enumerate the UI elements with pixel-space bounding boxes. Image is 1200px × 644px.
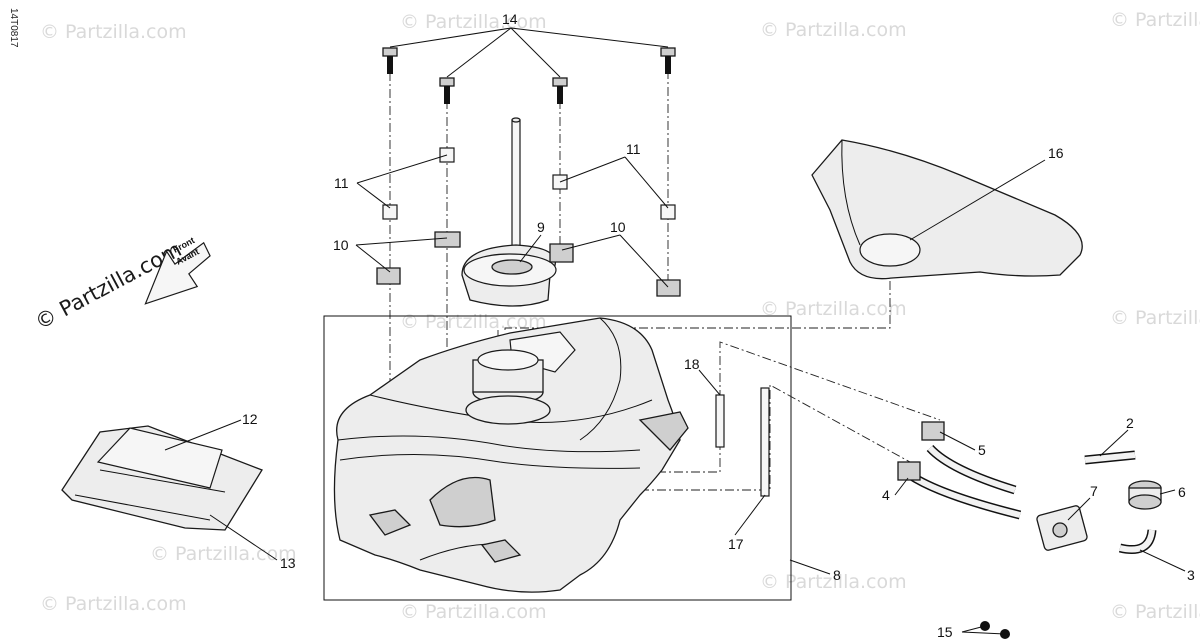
shelf-panel	[61, 425, 263, 531]
callout-9: 9	[537, 219, 545, 235]
watermark: © Partzilla.com	[760, 571, 907, 593]
callout-6: 6	[1178, 484, 1186, 500]
bolts	[382, 47, 676, 104]
watermark: © Partzilla.com	[1110, 9, 1200, 31]
watermark: © Partzilla.com	[760, 298, 907, 320]
watermark: © Partzilla.com	[400, 311, 547, 333]
leader-lines	[164, 27, 1186, 635]
callout-18: 18	[684, 356, 700, 372]
fuel-tank	[333, 317, 689, 593]
callout-13: 13	[280, 555, 296, 571]
callout-15: 15	[937, 624, 953, 640]
callout-12: 12	[242, 411, 258, 427]
callout-3: 3	[1187, 567, 1195, 583]
tank-assembly-frame	[323, 315, 792, 601]
fuel-valve	[1036, 505, 1088, 551]
watermark: © Partzilla.com	[760, 19, 907, 41]
watermark: © Partzilla.com	[40, 593, 187, 615]
callout-5: 5	[978, 442, 986, 458]
watermark: © Partzilla.com	[150, 543, 297, 565]
watermark: © Partzilla.com	[400, 11, 547, 33]
front-arrow-icon: Front Avant	[144, 235, 211, 305]
watermark: © Partzilla.com	[40, 21, 187, 43]
callout-4: 4	[882, 487, 890, 503]
fuel-hoses	[897, 421, 1157, 554]
tank-cover	[811, 139, 1083, 280]
fuel-cap	[461, 117, 557, 307]
callout-7: 7	[1090, 483, 1098, 499]
clamps	[980, 621, 1010, 639]
callout-14: 14	[502, 11, 518, 27]
watermark: © Partzilla.com	[1110, 601, 1200, 623]
callout-10-right: 10	[610, 219, 626, 235]
callout-2: 2	[1126, 415, 1134, 431]
watermark: © Partzilla.com	[400, 601, 547, 623]
callouts: 2 3 4 5 6 7 8 9 10 10 11 11 12 13 14 15 …	[242, 11, 1195, 640]
drawing-code: 14T0817	[8, 8, 19, 48]
callout-11-right: 11	[626, 141, 641, 157]
fuel-filter	[1128, 480, 1162, 510]
callout-8: 8	[833, 567, 841, 583]
watermarks: © Partzilla.com © Partzilla.com © Partzi…	[40, 9, 1200, 623]
callout-10-left: 10	[333, 237, 349, 253]
callout-11-left: 11	[334, 175, 349, 191]
pins	[715, 387, 770, 497]
callout-16: 16	[1048, 145, 1064, 161]
watermark: © Partzilla.com	[1110, 307, 1200, 329]
washers	[382, 147, 676, 220]
callout-17: 17	[728, 536, 744, 552]
